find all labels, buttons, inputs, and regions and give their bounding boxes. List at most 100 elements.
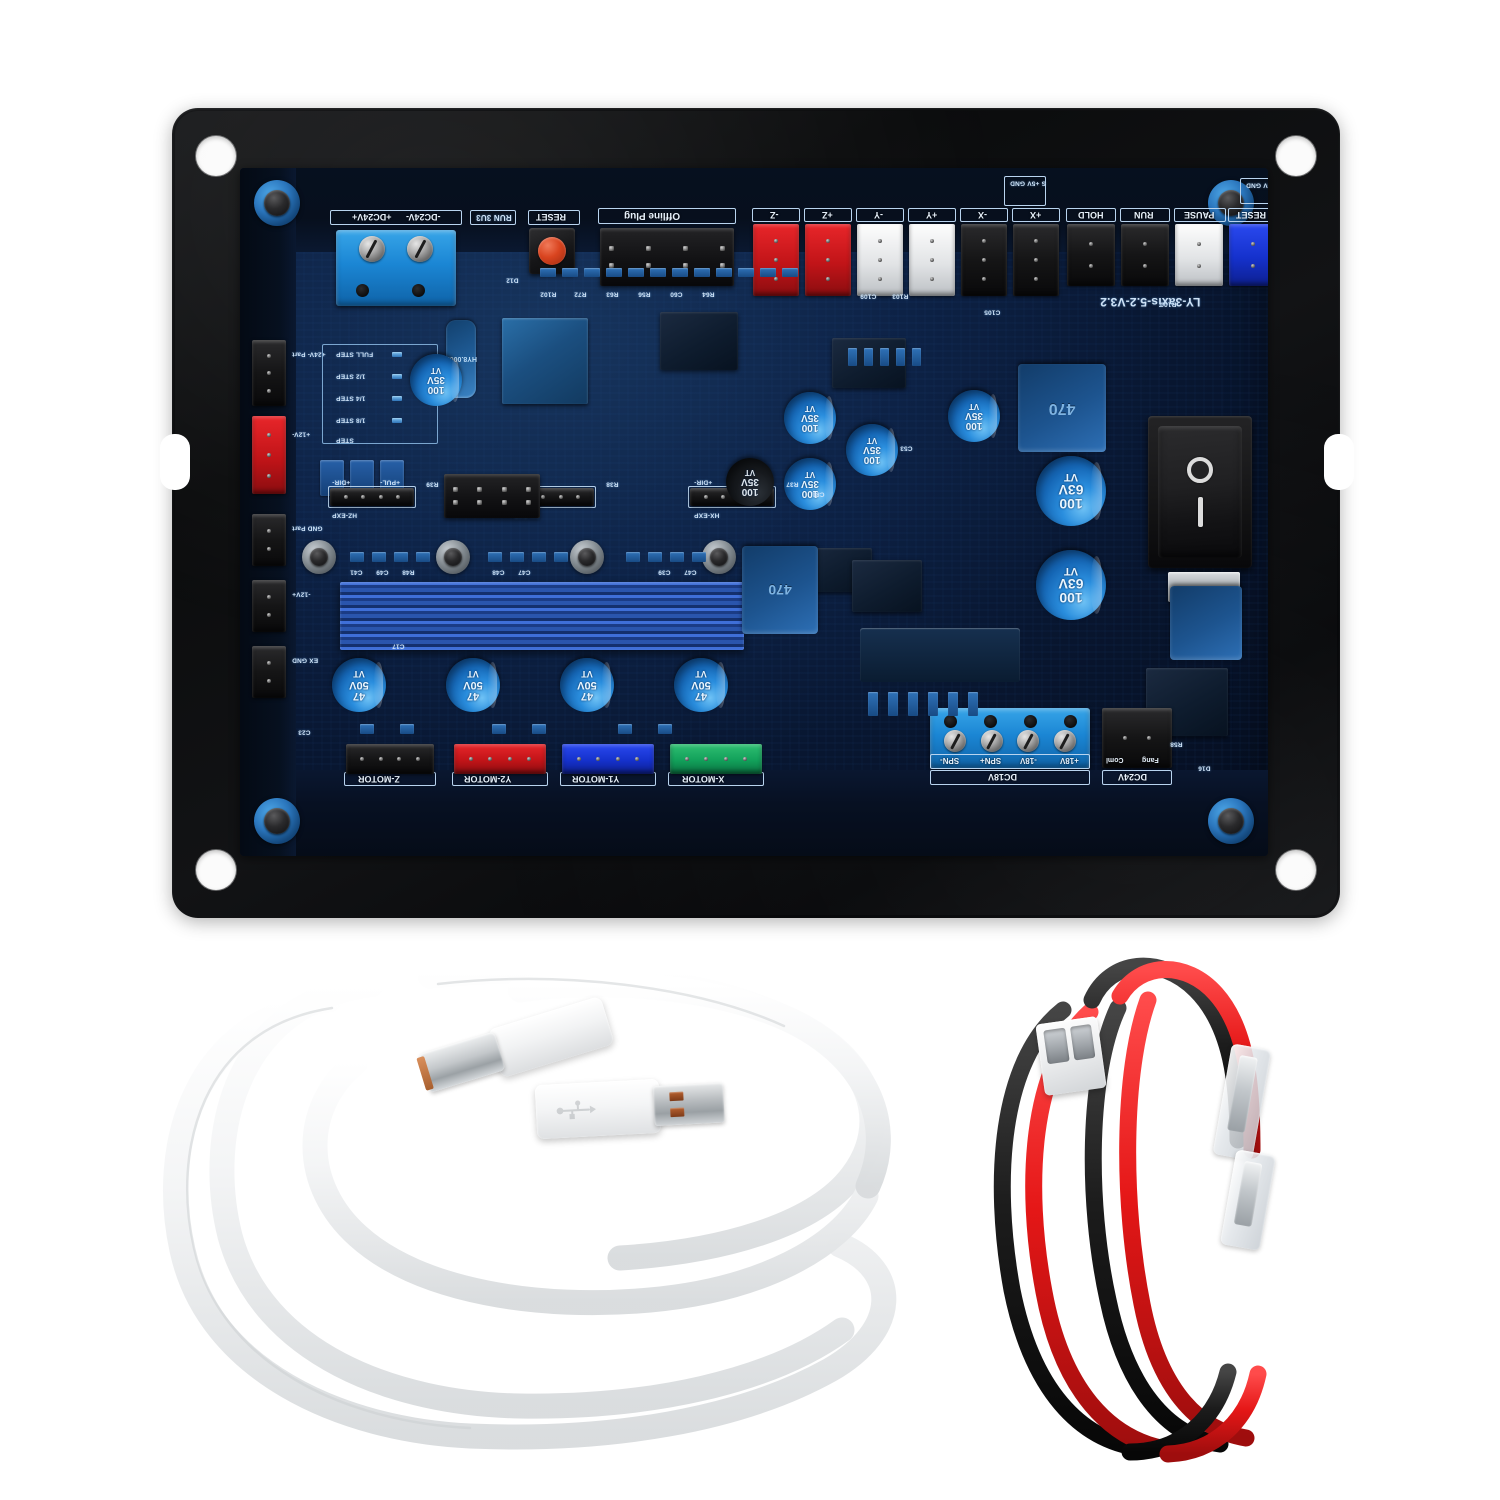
trimpot-screw[interactable]	[310, 548, 328, 566]
motor-connector-y1[interactable]	[562, 744, 654, 774]
pin	[982, 258, 986, 262]
terminal-screw[interactable]	[944, 730, 967, 752]
limit-connector-+y[interactable]	[909, 224, 955, 296]
ref-des-r72: R72	[574, 290, 587, 298]
smd-cap	[532, 552, 546, 562]
pin	[1251, 242, 1255, 246]
y2-motor-label: Y2-MOTOR	[464, 774, 512, 784]
left-connector-24v[interactable]	[252, 340, 286, 406]
current-trimpot-4[interactable]	[702, 540, 736, 574]
pin	[267, 679, 271, 684]
terminal-screw[interactable]	[407, 236, 434, 262]
terminal-screw[interactable]	[980, 730, 1003, 752]
motor-connector-z[interactable]	[346, 744, 434, 774]
left-connector-label-neg12v: -12V+	[292, 590, 311, 598]
jumper-pad[interactable]	[392, 352, 402, 357]
jumper-pad[interactable]	[392, 374, 402, 379]
pin	[453, 500, 458, 505]
smd-cap	[648, 552, 662, 562]
smd-cap	[394, 552, 408, 562]
smd-array	[968, 692, 978, 716]
dc24v-input-terminal-block[interactable]	[336, 230, 456, 306]
power-switch[interactable]	[1148, 416, 1252, 568]
cap-value: 100	[965, 420, 983, 432]
connector-pins	[805, 224, 851, 296]
capacitor-100uf-63v-2: 100 63V VT	[1036, 550, 1106, 620]
limit-connector--y[interactable]	[857, 224, 903, 296]
limit-connector-+x[interactable]	[1013, 224, 1059, 296]
limit-connector--z[interactable]	[753, 224, 799, 296]
motor-connector-y2[interactable]	[454, 744, 546, 774]
mount-hole-bottom-right	[1276, 850, 1316, 890]
smd-cap	[658, 724, 672, 734]
dc18v-terminal-block[interactable]	[930, 708, 1090, 768]
microstep-label-step: STEP	[336, 436, 354, 444]
left-connector-gnd[interactable]	[252, 514, 286, 566]
usb-a-metal-shell	[652, 1082, 725, 1127]
terminal-screw[interactable]	[1053, 730, 1076, 752]
cap-voltage: 63V	[1058, 481, 1084, 498]
trimpot-screw[interactable]	[710, 548, 728, 566]
control-connector-run[interactable]	[1121, 224, 1169, 286]
connector-pins	[1013, 224, 1059, 296]
cap-value: 100	[741, 486, 759, 498]
terminal-screw[interactable]	[1017, 730, 1040, 752]
hz-exp-header[interactable]	[330, 488, 414, 506]
jumper-pad[interactable]	[392, 396, 402, 401]
pin	[488, 757, 493, 761]
conn-silk--y	[856, 208, 904, 222]
connector-pins	[1229, 224, 1268, 286]
reset-button-cap[interactable]	[538, 237, 566, 265]
left-connector-12v[interactable]	[252, 416, 286, 494]
current-trimpot-2[interactable]	[436, 540, 470, 574]
pin	[397, 757, 402, 761]
header-pin	[683, 245, 688, 251]
terminal-screw[interactable]	[358, 236, 385, 262]
cap-brand: VT	[353, 669, 365, 680]
dc18v-pin-spn-pos: SPN+	[980, 756, 1002, 765]
conn-label--x: -X	[978, 210, 987, 220]
cap-value: 100	[863, 454, 881, 466]
reset-button[interactable]	[529, 228, 575, 274]
cap-polarity-stripe	[1090, 461, 1102, 521]
jst-connector	[1035, 1016, 1107, 1096]
smd-cap	[618, 724, 632, 734]
capacitor-100uf-63v-1: 100 63V VT	[1036, 456, 1106, 526]
control-connector-reset[interactable]	[1229, 224, 1268, 286]
motor-connector-x[interactable]	[670, 744, 762, 774]
current-trimpot-1[interactable]	[302, 540, 336, 574]
ref-des-r100: R100	[1160, 300, 1177, 308]
trimpot-screw[interactable]	[578, 548, 596, 566]
pin	[826, 239, 830, 243]
ref-des-c105: C105	[984, 308, 1001, 316]
pin	[826, 277, 830, 281]
current-trimpot-3[interactable]	[570, 540, 604, 574]
pin	[453, 487, 458, 492]
pin	[267, 473, 271, 478]
power-off-symbol-icon	[1187, 457, 1213, 483]
control-connector-hold[interactable]	[1067, 224, 1115, 286]
left-connector-neg12v[interactable]	[252, 580, 286, 632]
pin	[982, 239, 986, 243]
control-connector-pause[interactable]	[1175, 224, 1223, 286]
cap-polarity-stripe	[450, 358, 459, 402]
smd-resistor	[694, 268, 710, 277]
trimpot-screw[interactable]	[444, 548, 462, 566]
limit-connector-+z[interactable]	[805, 224, 851, 296]
cap-brand: VT	[695, 669, 707, 680]
smd-vertical	[864, 348, 873, 366]
left-connector-ex-gnd[interactable]	[252, 646, 286, 698]
pin	[577, 757, 582, 761]
plate-notch-right	[1324, 434, 1354, 490]
pin	[774, 239, 778, 243]
ref-des-c60: C60	[670, 290, 683, 298]
j9-dual-header[interactable]	[444, 474, 540, 518]
limit-connector--x[interactable]	[961, 224, 1007, 296]
offline-plug-header[interactable]	[600, 228, 734, 286]
cap-brand: VT	[744, 467, 756, 477]
cap-voltage: 35V	[741, 476, 759, 488]
power-switch-paddle[interactable]	[1158, 426, 1242, 558]
jumper-pad[interactable]	[392, 418, 402, 423]
pin	[982, 277, 986, 281]
dc24v-connector[interactable]	[1102, 708, 1172, 768]
